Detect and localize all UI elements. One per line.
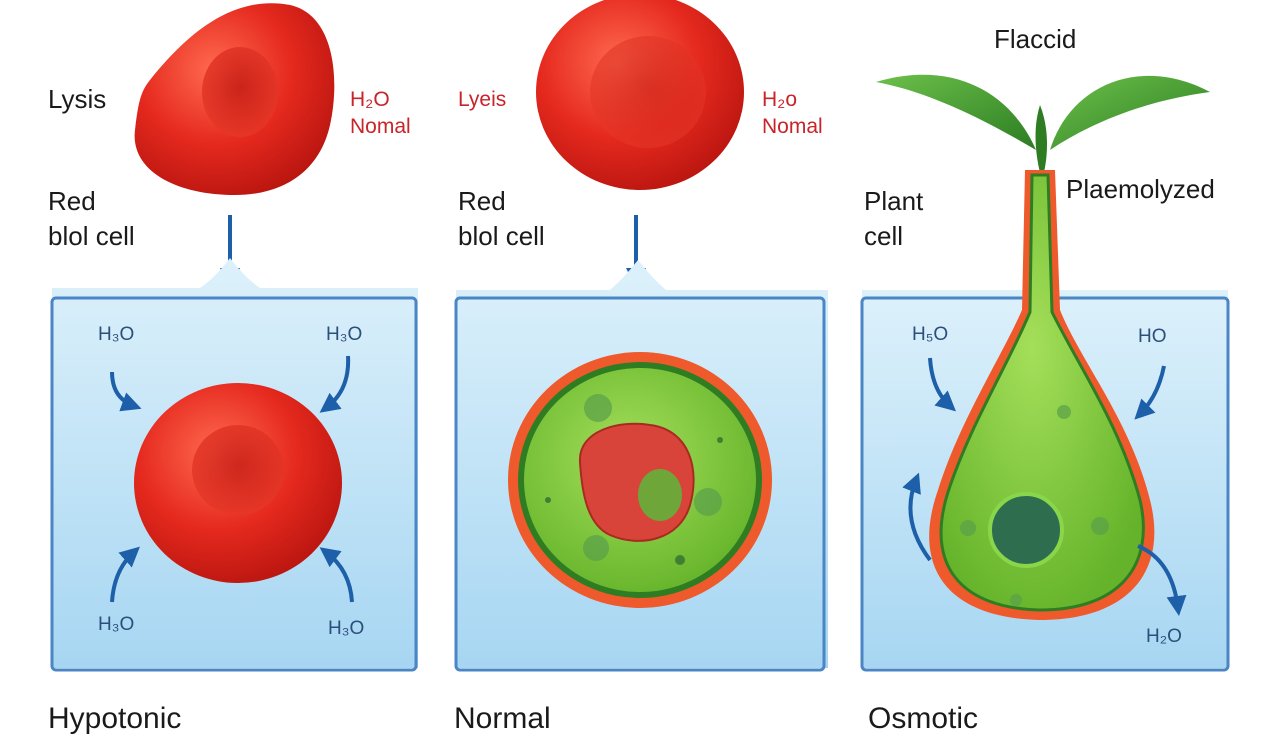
- chloroplast: [1091, 517, 1109, 535]
- beaker: [454, 296, 826, 672]
- water-arrow: [1137, 544, 1187, 616]
- water-label: H₃O: [328, 618, 365, 639]
- chloroplast: [583, 535, 609, 561]
- water-arrow: [1134, 365, 1166, 420]
- water-label: HO: [1138, 326, 1167, 347]
- water-arrow: [110, 371, 142, 412]
- chloroplast: [1057, 405, 1071, 419]
- panel-normal: [454, 0, 828, 672]
- water-label: H₅O: [912, 324, 949, 345]
- cell-dimple: [590, 36, 706, 148]
- water-label: H₃O: [326, 324, 363, 345]
- water-arrow: [110, 546, 140, 603]
- chloroplast: [545, 497, 551, 503]
- nucleus: [638, 469, 682, 521]
- leaf-right: [1050, 75, 1210, 150]
- cell-label-line1: Red: [48, 186, 96, 216]
- flaccid-label: Flaccid: [994, 24, 1077, 54]
- water-arrow: [928, 357, 956, 412]
- lysis-label: Lysis: [48, 84, 107, 114]
- lysis-label: Lyeis: [458, 88, 507, 111]
- chloroplast: [1010, 594, 1022, 606]
- panel-hypotonic: [50, 3, 418, 672]
- caption-hypotonic: Hypotonic: [48, 702, 182, 735]
- water-label: H₂O: [1146, 626, 1182, 647]
- normal-label: Nomal: [762, 115, 823, 138]
- cell-dimple: [202, 47, 278, 137]
- cell-label-line2: blol cell: [48, 221, 135, 251]
- osmosis-diagram: [50, 0, 1230, 672]
- caption-normal: Normal: [454, 702, 551, 735]
- h2o-label: H₂o: [762, 88, 797, 111]
- leaf-left: [876, 74, 1036, 150]
- cell-label-line2: blol cell: [458, 221, 545, 251]
- water-arrow: [319, 547, 354, 603]
- water-label: H₃O: [98, 324, 135, 345]
- chloroplast: [675, 555, 685, 565]
- plasmolyzed-label: Plaemolyzed: [1066, 174, 1215, 204]
- water-label: H₃O: [98, 614, 135, 635]
- cell-label-line1: Red: [458, 186, 506, 216]
- cell-dimple: [192, 425, 284, 515]
- plant-cell-label-line2: cell: [864, 221, 904, 251]
- chloroplast: [717, 437, 723, 443]
- water-arrow: [319, 355, 351, 413]
- nucleus: [988, 492, 1064, 568]
- plant-cell-label-line1: Plant: [864, 186, 924, 216]
- beaker: [50, 296, 418, 672]
- panel-plant: [860, 74, 1230, 672]
- chloroplast: [694, 488, 722, 516]
- h2o-label: H₂O: [350, 88, 390, 111]
- chloroplast: [584, 394, 612, 422]
- plant-cytoplasm: [939, 173, 1145, 612]
- chloroplast: [960, 520, 976, 536]
- water-arrow: [902, 472, 932, 562]
- caption-osmotic: Osmotic: [868, 702, 979, 735]
- bud: [1035, 105, 1047, 180]
- normal-label: Nomal: [350, 115, 411, 138]
